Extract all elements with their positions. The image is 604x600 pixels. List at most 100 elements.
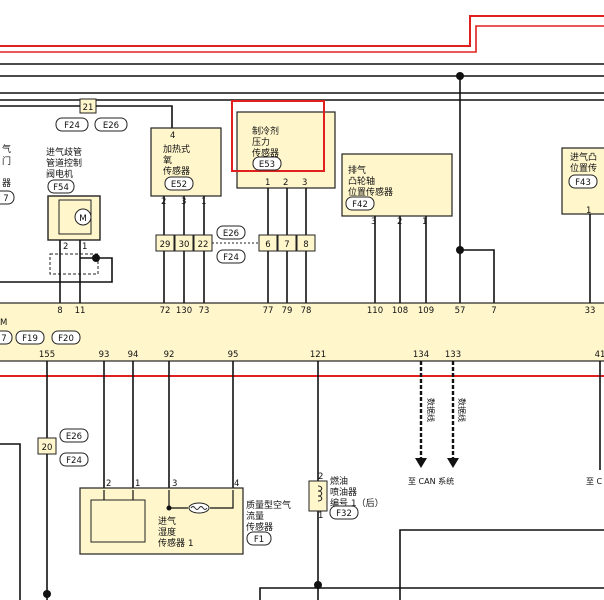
left-fragment-1: 气 [2,143,11,155]
arrow-134 [415,458,427,468]
valve-conn-label: F54 [53,183,69,193]
svg-text:7: 7 [491,306,496,316]
conn-E26-label: E26 [103,121,119,131]
svg-text:134: 134 [413,350,429,360]
exh-cam-conn-label: F42 [352,200,368,210]
ecm-conn-F19-label: F19 [22,334,38,344]
ecm-conn-1 [0,330,13,345]
valve-conn-ellipse [47,179,75,194]
maf-pin-1: 1 [135,479,140,489]
wire-57 [459,76,495,306]
injector-label-2: 喷油器 [330,486,357,498]
exh-cam-wires [374,216,427,306]
exh-cam-conn-ellipse [345,196,375,211]
mid-conn-E26 [216,225,246,240]
svg-text:121: 121 [310,350,326,360]
exh-pin-1: 1 [422,217,427,227]
injector-conn-label: F32 [336,509,352,519]
highlight-frame [231,100,325,172]
svg-text:92: 92 [164,350,175,360]
left-conn-F24-label: F24 [66,456,82,466]
mid-conn-E26-label: E26 [223,229,239,239]
maf-label-2: 流量 [246,510,264,522]
int-cam-label-2: 位置传 [570,162,597,174]
svg-text:95: 95 [228,350,239,360]
connector-21-label: 21 [83,103,94,113]
coolant-label-2: 压力 [252,136,270,148]
conn-F24-label: F24 [64,121,80,131]
coolant-pin-1: 1 [265,178,270,188]
coolant-label-3: 传感器 [252,147,279,159]
valve-wires [0,240,113,306]
left-conn-ellipse [0,190,15,205]
coolant-conn-ellipse [252,156,282,171]
hum-label-3: 传感器 1 [158,537,194,549]
coolant-sensor-box [236,111,336,189]
valve-label-3: 阀电机 [46,168,73,180]
red-power-wires [0,15,604,53]
junction-30: 30 [179,240,190,250]
left-fragment-2: 门 [2,155,11,167]
mid-conn-F24-label: F24 [223,253,239,263]
o2-conn-label: E52 [171,180,187,190]
int-cam-conn-ellipse [568,174,598,189]
top-bus-wires [0,63,604,101]
svg-text:155: 155 [39,350,55,360]
injector-pin-2: 2 [318,472,323,482]
int-cam-conn-label: F43 [575,178,591,188]
junction-22: 22 [198,240,209,250]
junction-8: 8 [303,240,308,250]
maf-junction-dot [166,505,172,511]
maf-label-3: 传感器 [246,521,273,533]
injector-pin-1: 1 [318,511,323,521]
junction-boxes-right [258,234,316,252]
ecm-fragment: M [0,318,7,328]
svg-text:93: 93 [99,350,110,360]
junction-boxes-left [155,234,213,252]
injector-label-1: 燃油 [330,475,348,487]
coolant-pin-2: 2 [283,178,288,188]
coil-icon [317,485,323,502]
maf-sensor-box [79,487,244,555]
svg-text:57: 57 [455,306,466,316]
o2-pin-4: 4 [170,131,175,141]
int-pin-1: 1 [586,206,591,216]
maf-pin-2: 2 [106,479,111,489]
svg-text:133: 133 [445,350,461,360]
to-can-label: 至 CAN 系统 [408,476,454,486]
svg-text:77: 77 [263,306,274,316]
o2-label-2: 氧 [163,154,172,166]
svg-text:109: 109 [418,306,434,316]
data-line-label-1: 数据线 [426,398,436,422]
motor-icon [74,208,92,226]
maf-pin-4: 4 [234,479,239,489]
junction-7: 7 [284,240,289,250]
int-cam-label-1: 进气凸 [570,151,597,163]
coolant-conn-label: E53 [259,160,275,170]
svg-text:8: 8 [57,306,62,316]
ecm-conn-F20-label: F20 [58,334,74,344]
svg-text:110: 110 [367,306,383,316]
exh-cam-label-2: 凸轮轴 [348,175,375,187]
junction-6: 6 [265,240,270,250]
valve-pin-1: 1 [82,242,87,252]
svg-text:33: 33 [585,306,596,316]
data-line-label-2: 数据线 [457,398,467,422]
o2-conn-ellipse [164,176,194,191]
svg-text:130: 130 [176,306,192,316]
exh-cam-label-3: 位置传感器 [348,186,393,198]
arrow-133 [447,458,459,468]
svg-text:73: 73 [199,306,210,316]
left-fragment-3: 器 [2,178,11,189]
exh-cam-label-1: 排气 [348,164,366,176]
mid-conn-F24 [216,249,246,264]
exh-pin-3: 3 [371,217,376,227]
svg-text:41: 41 [595,350,604,360]
valve-pin-2: 2 [63,242,68,252]
junction-dot-lower [314,581,322,589]
valve-label-1: 进气歧管 [46,146,82,158]
motor-icon-letter: M [79,214,87,224]
maf-inner-box [90,499,146,543]
hum-label-1: 进气 [158,515,176,527]
